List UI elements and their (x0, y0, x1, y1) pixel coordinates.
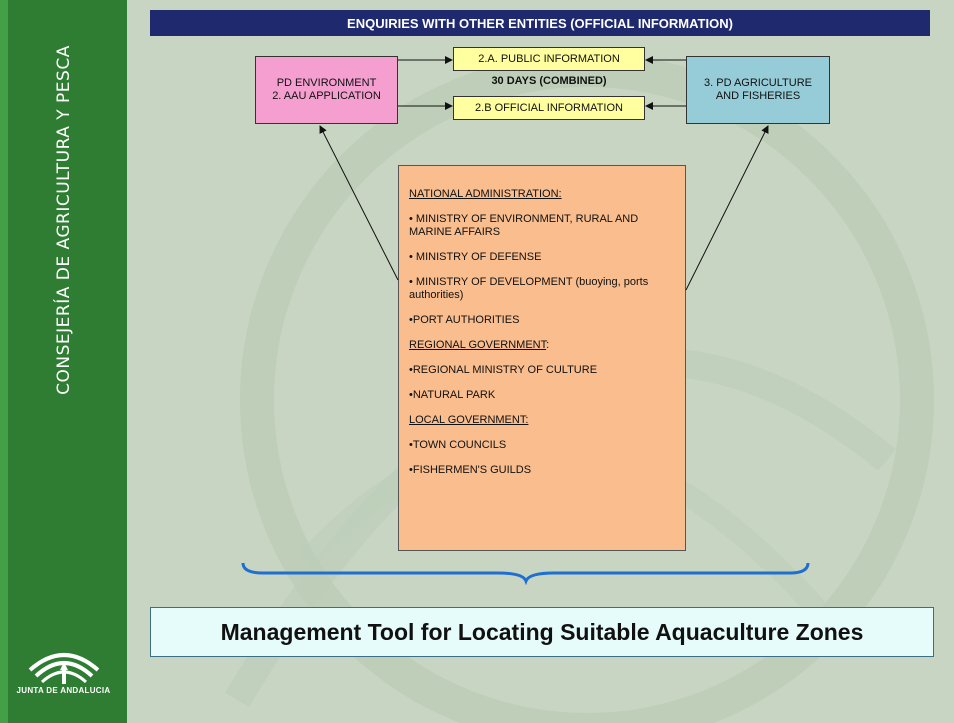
pd-agriculture-line2: AND FISHERIES (715, 90, 801, 102)
regional-heading-colon: : (546, 339, 550, 351)
local-government-heading: LOCAL GOVERNMENT: (409, 414, 529, 426)
public-information-box: 2.A. PUBLIC INFORMATION (453, 47, 645, 71)
local-item: •TOWN COUNCILS (409, 439, 507, 451)
header-title: ENQUIRIES WITH OTHER ENTITIES (OFFICIAL … (150, 10, 930, 36)
pd-agriculture-line1: 3. PD AGRICULTURE (704, 77, 812, 89)
local-item: •FISHERMEN'S GUILDS (409, 464, 532, 476)
regional-government-heading: REGIONAL GOVERNMENT (409, 339, 547, 351)
administration-box: NATIONAL ADMINISTRATION: • MINISTRY OF E… (398, 165, 686, 551)
pd-agriculture-box: 3. PD AGRICULTURE AND FISHERIES (686, 56, 830, 124)
sidebar: CONSEJERÍA DE AGRICULTURA Y PESCA JUNTA … (0, 0, 127, 723)
management-tool-title: Management Tool for Locating Suitable Aq… (150, 607, 934, 657)
national-item: • MINISTRY OF ENVIRONMENT, RURAL AND MAR… (409, 213, 639, 238)
national-item: • MINISTRY OF DEVELOPMENT (buoying, port… (409, 276, 649, 301)
official-information-box: 2.B OFFICIAL INFORMATION (453, 96, 645, 120)
logo-caption: JUNTA DE ANDALUCIA (16, 686, 111, 695)
national-item: •PORT AUTHORITIES (409, 314, 520, 326)
days-combined-label: 30 DAYS (COMBINED) (491, 75, 607, 87)
regional-government-heading-line: REGIONAL GOVERNMENT: (409, 339, 675, 352)
national-administration-heading: NATIONAL ADMINISTRATION: (409, 188, 562, 200)
arrow-admin-to-agri (685, 125, 769, 291)
regional-item: •NATURAL PARK (409, 389, 496, 401)
pd-environment-line1: PD ENVIRONMENT (276, 77, 377, 89)
grouping-brace (241, 562, 810, 586)
pd-environment-line2: 2. AAU APPLICATION (272, 90, 381, 102)
pd-environment-box: PD ENVIRONMENT 2. AAU APPLICATION (255, 56, 398, 124)
arrow-admin-to-env (319, 125, 399, 281)
regional-item: •REGIONAL MINISTRY OF CULTURE (409, 364, 598, 376)
junta-de-andalucia-logo-icon (28, 653, 100, 684)
sidebar-stripe (0, 0, 8, 723)
national-item: • MINISTRY OF DEFENSE (409, 251, 542, 263)
